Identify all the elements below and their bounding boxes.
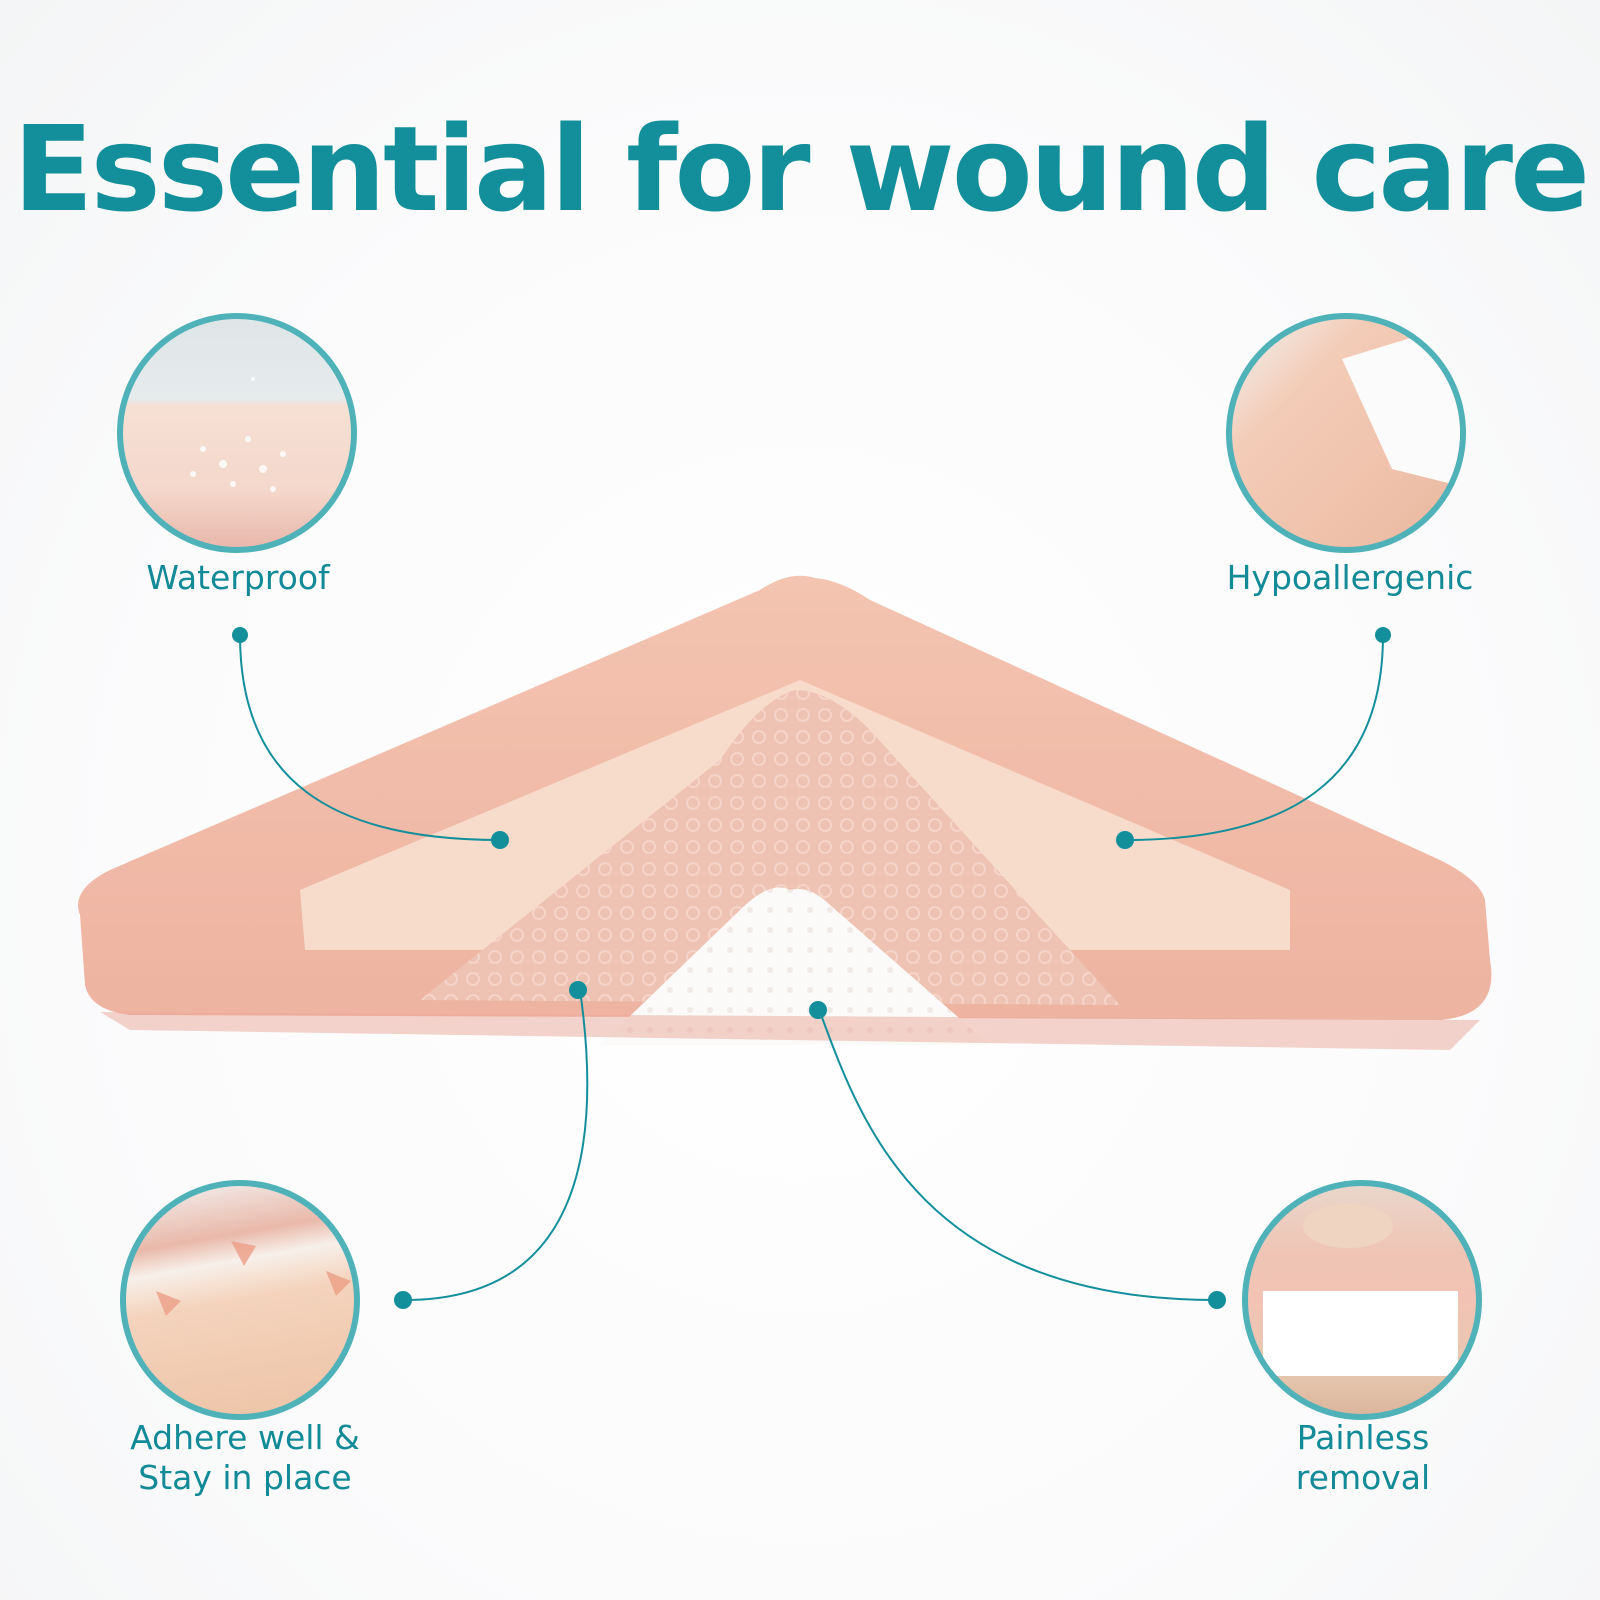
waterproof-dot [232, 627, 248, 643]
waterproof-label: Waterproof [146, 558, 330, 597]
hypoallergenic-image [1226, 313, 1466, 553]
adhere-dot [569, 981, 587, 999]
adhere-label-line1: Adhere well & [130, 1418, 360, 1457]
adhere-label-line2: Stay in place [138, 1458, 352, 1497]
perforated-layer-icon [1342, 322, 1460, 486]
painless-label: Painless removal [1230, 1418, 1496, 1498]
adhere-image [120, 1180, 360, 1420]
arrows-down-icon [156, 1241, 351, 1316]
adhere-label: Adhere well & Stay in place [90, 1418, 400, 1498]
painless-dot [809, 1001, 827, 1019]
painless-label-line2: removal [1295, 1458, 1431, 1497]
water-drops-icon [190, 377, 286, 492]
hypoallergenic-label: Hypoallergenic [1226, 558, 1474, 597]
connector-lines [239, 634, 1384, 1301]
painless-image [1242, 1180, 1482, 1420]
hypoallergenic-dot [1375, 627, 1391, 643]
painless-label-line1: Painless [1296, 1418, 1430, 1457]
finger-peel-icon [1263, 1204, 1458, 1376]
page-title: Essential for wound care [12, 100, 1590, 238]
waterproof-image [117, 313, 357, 553]
